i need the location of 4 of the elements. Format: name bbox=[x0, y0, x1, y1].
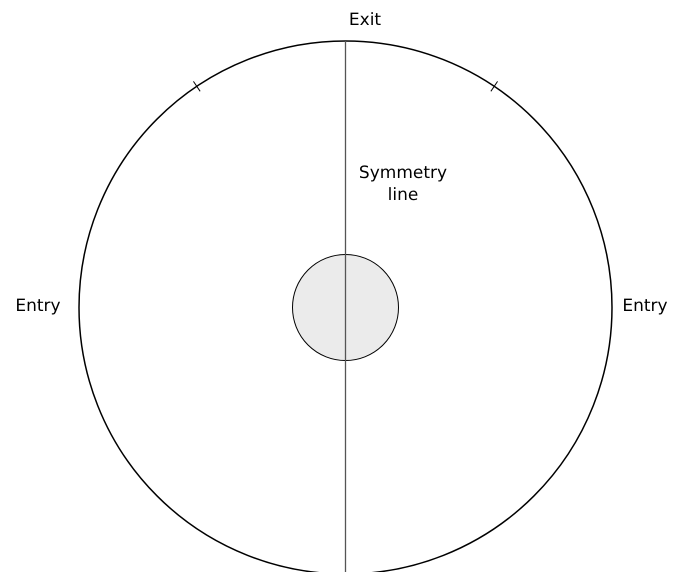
line-label: Symmetry line bbox=[358, 162, 448, 206]
direction-label: Entry bbox=[14, 295, 62, 317]
direction-label: Entry bbox=[621, 295, 669, 317]
direction-label: Exit bbox=[348, 9, 382, 31]
